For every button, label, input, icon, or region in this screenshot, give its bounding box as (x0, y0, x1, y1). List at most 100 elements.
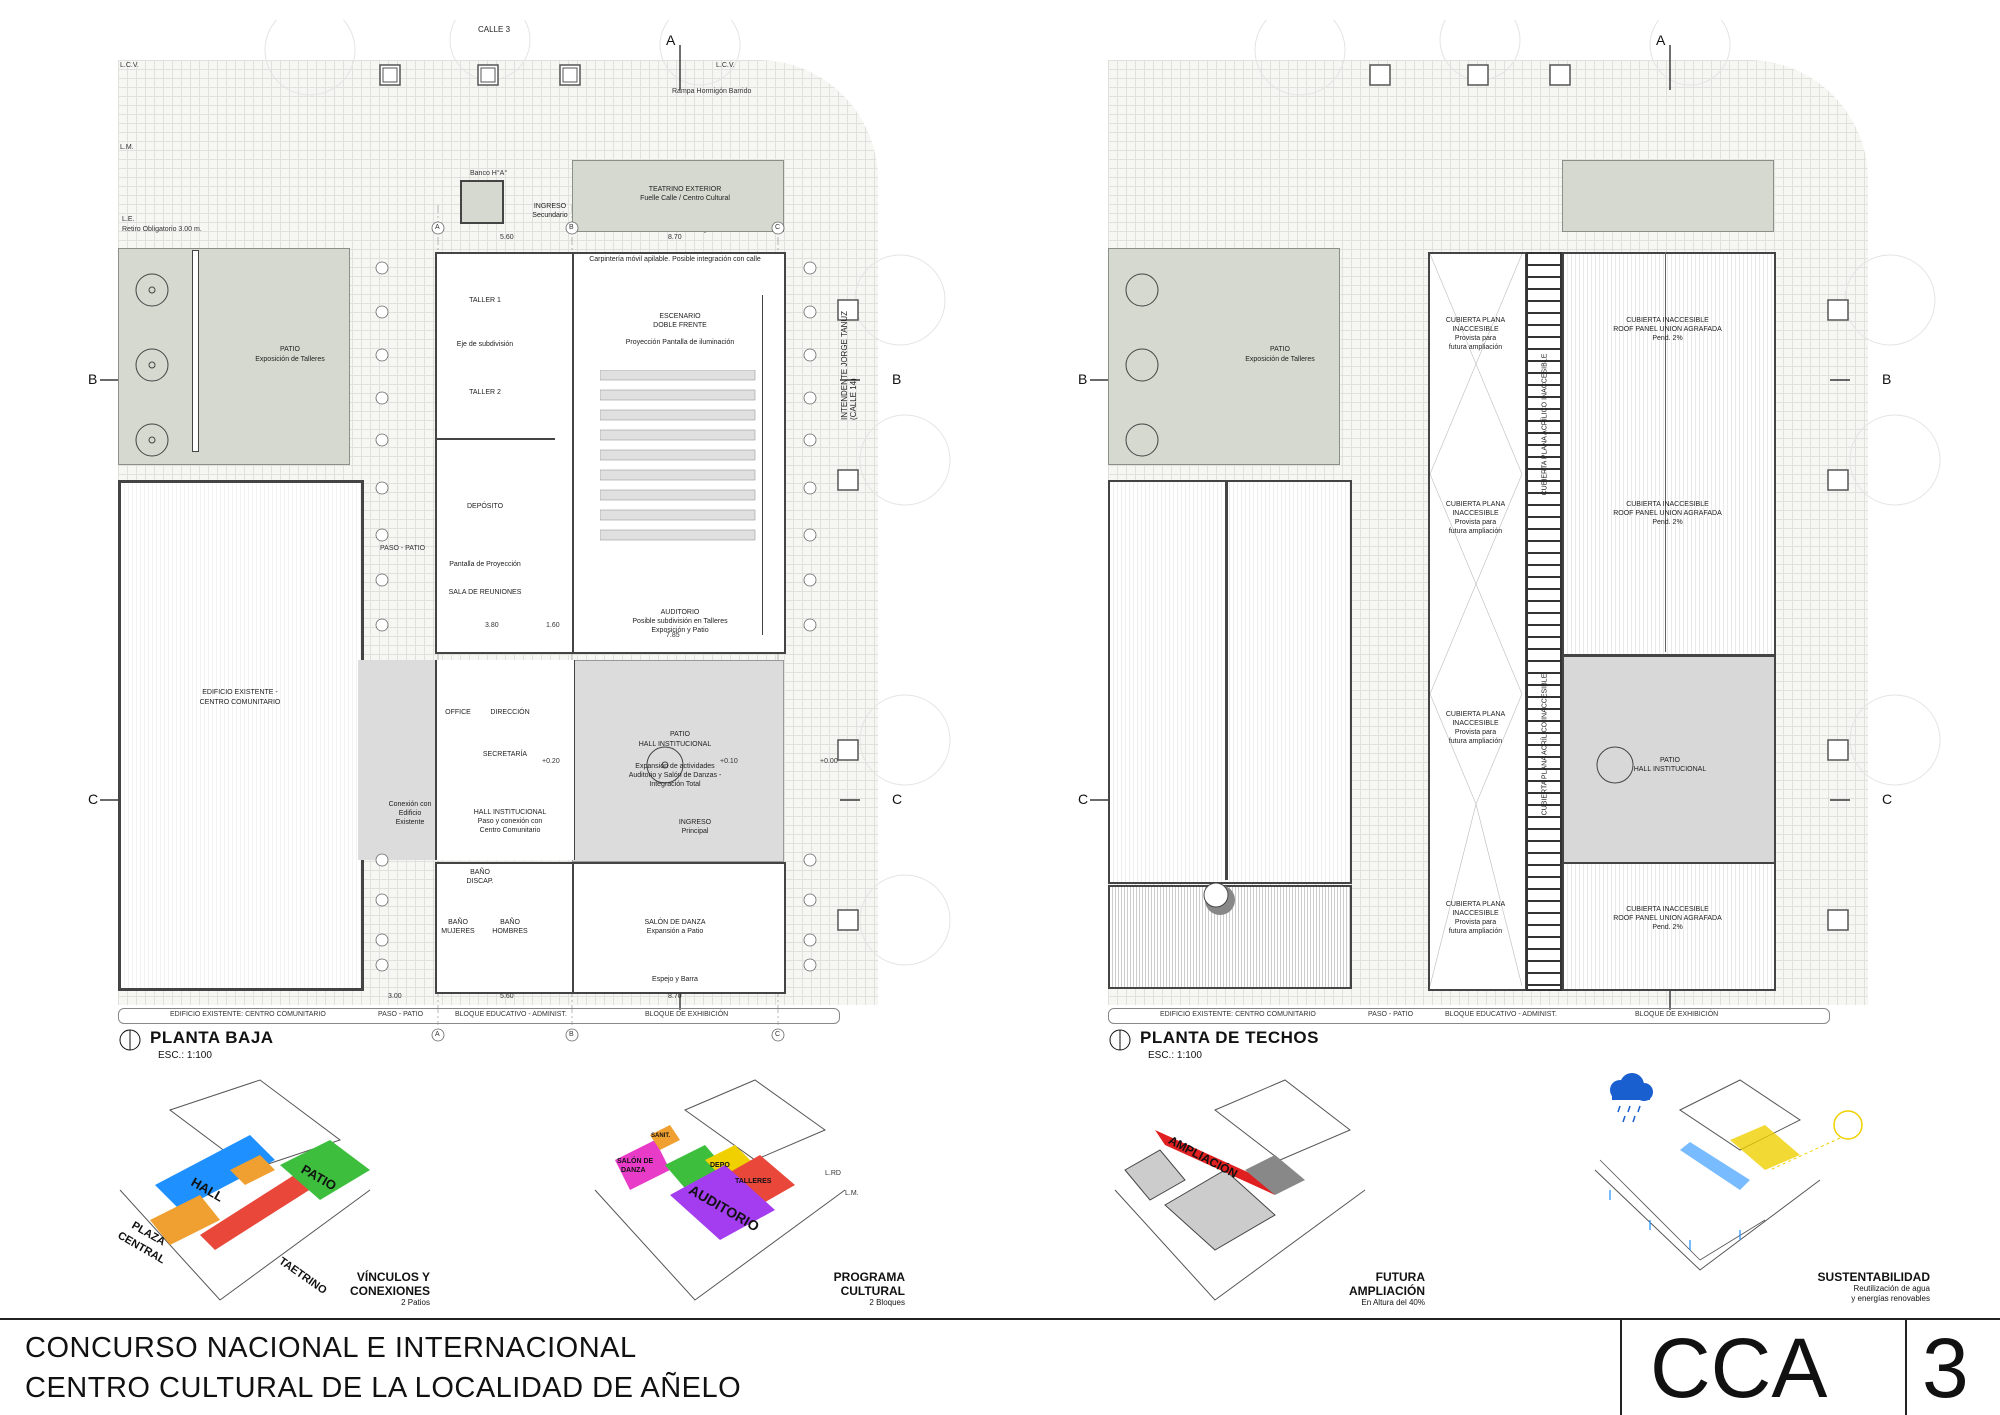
rampa-label: Rampa Hormigón Barrido (672, 88, 752, 95)
plan-scale-ground: ESC.: 1:100 (158, 1050, 212, 1061)
diagram-vinculos: HALL PATIO PLAZA CENTRAL TAETRINO VÍNCUL… (110, 1070, 440, 1320)
diagram-2-sub: 2 Bloques (869, 1298, 905, 1307)
roof-section-b-right: B (1882, 371, 1892, 387)
roof-cp-1: CUBIERTA PLANA (1445, 317, 1506, 324)
ingreso-sec-sub: Secundario (532, 212, 568, 219)
roof-cp-3: CUBIERTA PLANA (1445, 711, 1506, 718)
dim-bottom-3: 8.70 (668, 993, 682, 1000)
roof-panel-lower (1562, 862, 1776, 991)
level-020: +0.20 (542, 758, 560, 765)
bottom-strip (118, 1008, 840, 1024)
roof-pend-2: Pend. 2% (1652, 519, 1683, 526)
plan-title-ground: PLANTA BAJA (150, 1028, 274, 1047)
diagram-salon-2: DANZA (621, 1167, 646, 1174)
diagram-depo: DEPO (710, 1162, 730, 1169)
title-divider-2 (1905, 1320, 1907, 1415)
roof-hall-sub: HALL INSTITUCIONAL (1633, 766, 1707, 773)
diagram-3-title-2: AMPLIACIÓN (1349, 1284, 1425, 1298)
roof-strip-exhibicion: BLOQUE DE EXHIBICIÓN (1635, 1011, 1719, 1018)
strip-exhibicion: BLOQUE DE EXHIBICIÓN (645, 1011, 729, 1018)
roof-section-c-right: C (1882, 791, 1893, 807)
section-mark-c-right: C (892, 791, 903, 807)
axis-a-bottom: A (435, 1031, 440, 1038)
axis-bubbles (375, 221, 817, 1042)
bano-muj-label: BAÑO MUJERES (441, 919, 475, 935)
title-code: CCA (1650, 1321, 1828, 1415)
diagram-2-title-2: CULTURAL (840, 1284, 905, 1298)
teatrino-label: TEATRINO EXTERIOR (648, 186, 722, 193)
dim-bottom-2: 5.60 (500, 993, 514, 1000)
section-mark-a-top: A (666, 32, 676, 48)
roof-teatrino (1562, 160, 1774, 232)
espejo-label: Espejo y Barra (652, 976, 698, 983)
diagram-1-sub: 2 Patios (401, 1298, 430, 1307)
existing-label: EDIFICIO EXISTENTE - (202, 689, 278, 696)
roof-cp-2: CUBIERTA PLANA (1445, 501, 1506, 508)
eje-label: Eje de subdivisión (456, 341, 514, 348)
hall-interior (435, 660, 575, 860)
roof-cp-1-d: futura ampliación (1448, 344, 1503, 351)
dim-inner-380: 3.80 (485, 622, 499, 629)
roof-patio (1108, 248, 1340, 465)
roof-north-arrow-icon (1109, 1029, 1131, 1051)
existing-sub: CENTRO COMUNITARIO (199, 699, 281, 706)
proyeccion-label: Proyección Pantalla de iluminación (625, 339, 735, 346)
taller2-label: TALLER 2 (469, 389, 501, 396)
diagram-sustentabilidad: SUSTENTABILIDAD Reutilización de agua y … (1590, 1070, 1940, 1320)
roof-cp-3-d: futura ampliación (1448, 738, 1503, 745)
diagram-3-title-1: FUTURA (1375, 1270, 1425, 1284)
sala-label: SALA DE REUNIONES (448, 589, 522, 596)
roof-pend-1: Pend. 2% (1652, 335, 1683, 342)
axis-c-top: C (775, 224, 781, 231)
banco-bar (192, 250, 199, 452)
level-000: +0.00 (820, 758, 838, 765)
roof-patio-sub: Exposición de Talleres (1245, 356, 1315, 363)
axis-c-bottom: C (775, 1031, 781, 1038)
bloque-educativo (435, 252, 579, 654)
diagram-1-title-2: CONEXIONES (349, 1284, 430, 1298)
roof-inacc-1: CUBIERTA INACCESIBLE (1626, 317, 1709, 324)
divider-1 (435, 438, 555, 440)
roof-cp-3-c: Provista para (1454, 729, 1497, 736)
diagram-sanit: SANIT. (651, 1133, 671, 1139)
roof-patio-label: PATIO (1270, 346, 1290, 353)
roof-cylinder (1203, 882, 1235, 915)
dim-inner-785: 7.85 (666, 632, 680, 639)
roof-central (1428, 252, 1527, 991)
patio-hall (572, 660, 784, 862)
roof-inacc-2: CUBIERTA INACCESIBLE (1626, 501, 1709, 508)
lm-label: L.M. (120, 144, 134, 151)
level-010: +0.10 (720, 758, 738, 765)
roof-section-c-left: C (1078, 791, 1089, 807)
roof-cp-4-d: futura ampliación (1448, 928, 1503, 935)
dim-inner-160: 1.60 (546, 622, 560, 629)
roof-panel-1: ROOF PANEL UNION AGRAFADA (1613, 326, 1722, 333)
street-label-top: CALLE 3 (478, 25, 511, 34)
paso-patio-label: PASO - PATIO (380, 545, 426, 552)
carpinteria-label: Carpintería móvil apilable. Posible inte… (589, 256, 761, 263)
roof-cp-4-b: INACCESIBLE (1452, 910, 1499, 917)
roof-cp-2-c: Provista para (1454, 519, 1497, 526)
roof-existing-divider (1225, 480, 1228, 880)
strip-existente: EDIFICIO EXISTENTE: CENTRO COMUNITARIO (170, 1011, 326, 1018)
danza-sub: Expansión a Patio (646, 928, 704, 935)
roof-hall-circle (1596, 746, 1634, 784)
roof-section-a-top: A (1656, 32, 1666, 48)
le-label: L.E. (122, 216, 135, 223)
teatrino-sub: Fuelle Calle / Centro Cultural (640, 195, 730, 202)
pantalla-label: Pantalla de Proyección (449, 561, 521, 568)
title-line-1: CONCURSO NACIONAL E INTERNACIONAL (25, 1332, 637, 1364)
conexion-label: Conexión con Edificio Existente (388, 801, 432, 826)
guardado-strip (762, 295, 781, 635)
roof-cp-4-c: Provista para (1454, 919, 1497, 926)
auditorio-sub1: Posible subdivisión en Talleres (632, 618, 728, 625)
roof-strip-existente: EDIFICIO EXISTENTE: CENTRO COMUNITARIO (1160, 1011, 1316, 1018)
roof-cp-4: CUBIERTA PLANA (1445, 901, 1506, 908)
roof-inacc-3: CUBIERTA INACCESIBLE (1626, 906, 1709, 913)
axis-b-bottom: B (569, 1031, 574, 1038)
diagram-vinculos-drawing (119, 1079, 371, 1301)
danza-label: SALÓN DE DANZA (644, 919, 706, 926)
escenario-sub: DOBLE FRENTE (653, 322, 707, 329)
diagram-salon-1: SALÓN DE (617, 1158, 654, 1165)
hall-sub: Paso y conexión con Centro Comunitario (477, 818, 543, 834)
